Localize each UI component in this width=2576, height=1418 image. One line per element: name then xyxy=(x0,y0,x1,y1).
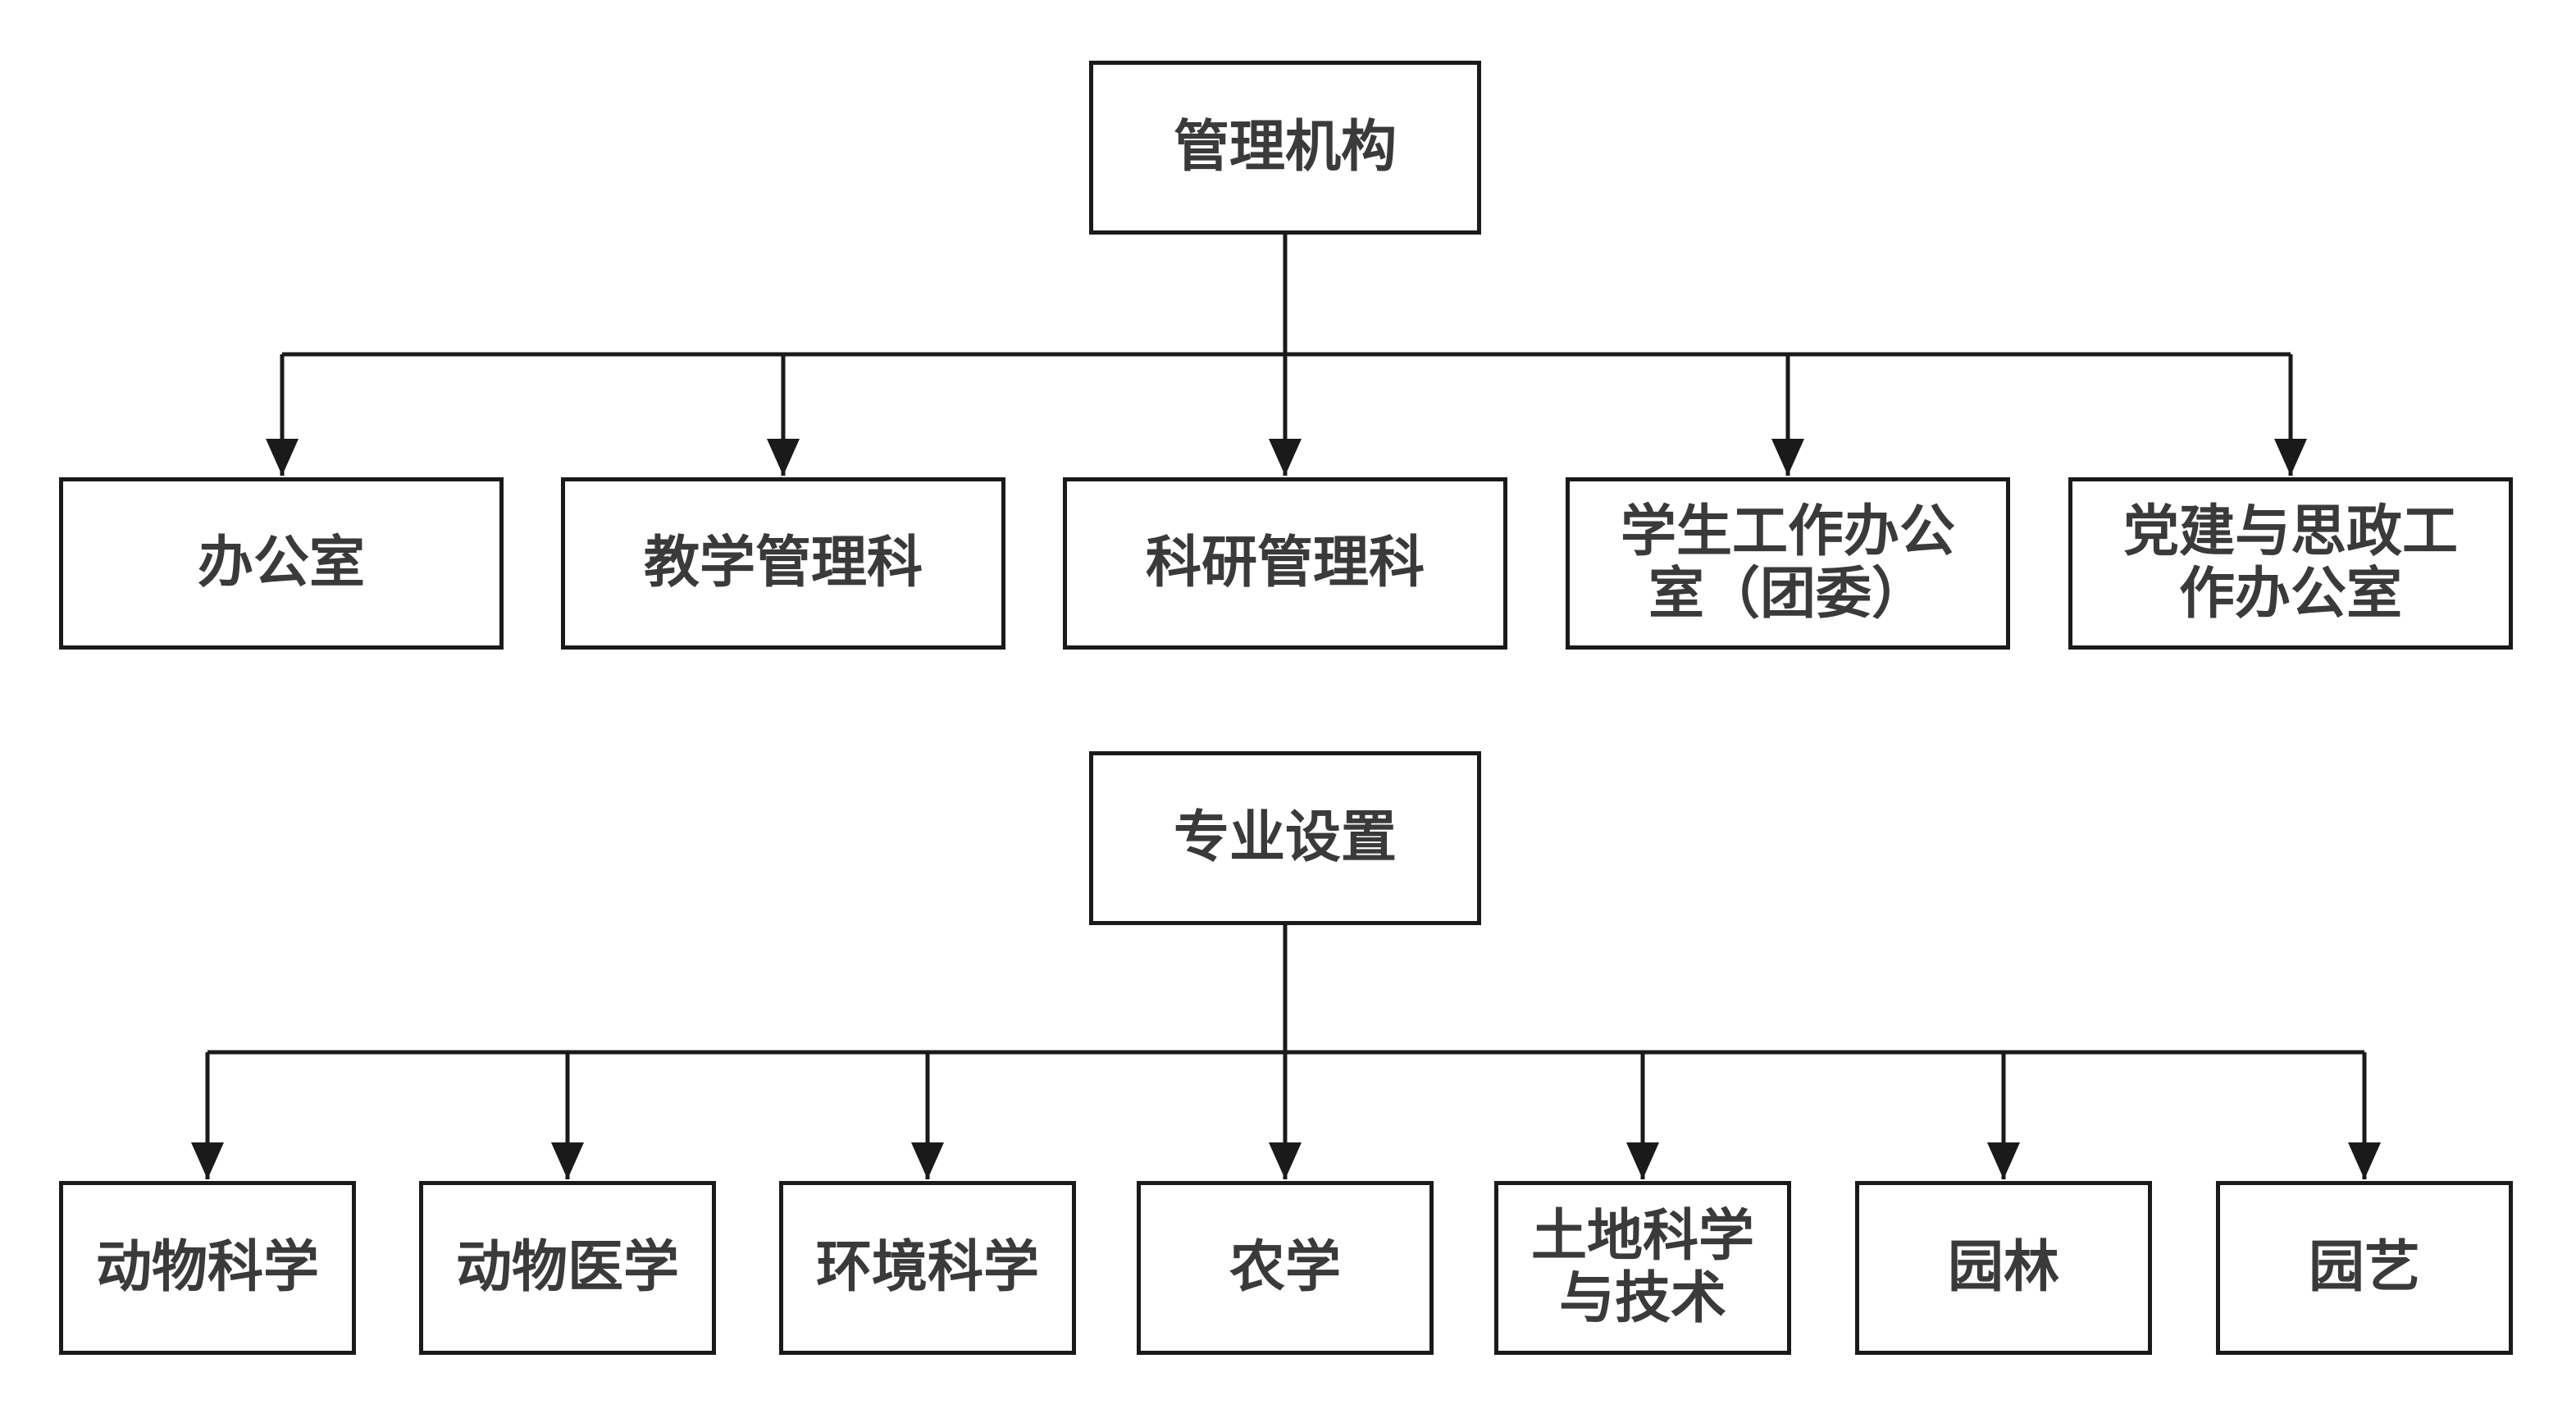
management-child-student-affairs: 学生工作办公 室（团委） xyxy=(1566,477,2010,650)
management-root-label: 管理机构 xyxy=(1173,114,1397,180)
management-child-teaching: 教学管理科 xyxy=(561,477,1005,650)
major-land-science: 土地科学 与技术 xyxy=(1494,1181,1791,1355)
major-veterinary-medicine: 动物医学 xyxy=(419,1181,716,1355)
major-landscape-architecture: 园林 xyxy=(1855,1181,2152,1355)
management-child-research: 科研管理科 xyxy=(1063,477,1507,650)
node-label: 环境科学 xyxy=(815,1234,1039,1300)
major-environmental-science: 环境科学 xyxy=(779,1181,1076,1355)
node-label: 办公室 xyxy=(197,530,365,595)
major-animal-science: 动物科学 xyxy=(59,1181,356,1355)
node-label: 动物科学 xyxy=(95,1234,319,1300)
node-label: 园艺 xyxy=(2308,1234,2420,1300)
major-horticulture: 园艺 xyxy=(2216,1181,2513,1355)
node-label: 科研管理科 xyxy=(1145,530,1425,595)
node-label: 动物医学 xyxy=(455,1234,679,1300)
management-child-office: 办公室 xyxy=(59,477,504,650)
majors-root-node: 专业设置 xyxy=(1089,751,1481,925)
major-agronomy: 农学 xyxy=(1137,1181,1434,1355)
node-label: 园林 xyxy=(1947,1234,2059,1300)
node-label: 农学 xyxy=(1229,1234,1341,1300)
node-label: 党建与思政工 作办公室 xyxy=(2122,499,2458,627)
management-child-party-building: 党建与思政工 作办公室 xyxy=(2068,477,2513,650)
node-label: 教学管理科 xyxy=(643,530,923,595)
node-label: 土地科学 与技术 xyxy=(1530,1203,1754,1331)
majors-root-label: 专业设置 xyxy=(1173,805,1397,870)
management-root-node: 管理机构 xyxy=(1089,61,1481,235)
node-label: 学生工作办公 室（团委） xyxy=(1620,499,1955,627)
